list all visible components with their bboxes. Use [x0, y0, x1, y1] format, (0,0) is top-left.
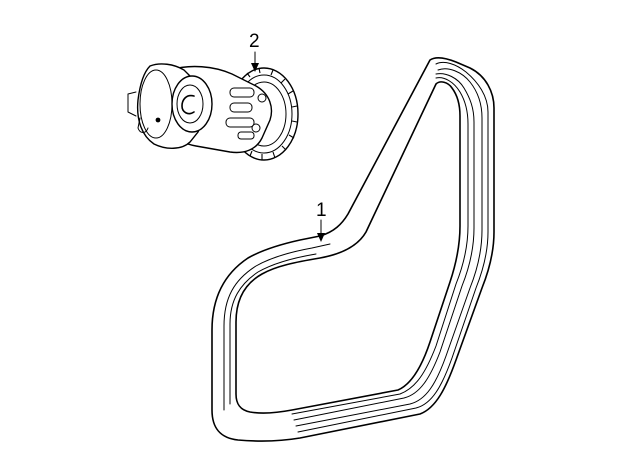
arm-slot-4 — [237, 131, 255, 140]
belt-outer-edge — [211, 57, 495, 442]
tensioner-mount-tab — [127, 91, 137, 117]
callout-2-arrowhead — [251, 63, 259, 72]
belt-rib-4 — [297, 61, 489, 433]
callout-1-arrowhead — [317, 233, 325, 242]
pivot-disc — [171, 75, 213, 133]
arm-slot-1 — [229, 87, 255, 98]
pivot-disc-inner — [176, 84, 204, 124]
body-pin — [155, 117, 161, 123]
callout-2-number: 2 — [249, 31, 260, 52]
arm-bolt-hole-1 — [257, 93, 267, 103]
belt-rib-3 — [291, 77, 469, 415]
serpentine-belt[interactable] — [211, 57, 495, 442]
belt-rib-1 — [295, 68, 483, 427]
arm-bolt-hole-2 — [251, 123, 261, 133]
belt-rib-2 — [293, 73, 475, 421]
belt-rib-5 — [223, 243, 331, 411]
belt-tensioner[interactable] — [127, 63, 299, 161]
callout-1-number: 1 — [316, 200, 327, 221]
callout-1: 1 — [316, 200, 327, 242]
belt-rib-6 — [229, 253, 317, 405]
callout-2: 2 — [249, 31, 260, 72]
belt-inner-edge — [235, 81, 461, 414]
tensioner-mount-lug — [137, 117, 149, 133]
pivot-clip-icon — [181, 94, 195, 115]
arm-slot-2 — [229, 102, 253, 113]
arm-slot-3 — [225, 117, 255, 128]
